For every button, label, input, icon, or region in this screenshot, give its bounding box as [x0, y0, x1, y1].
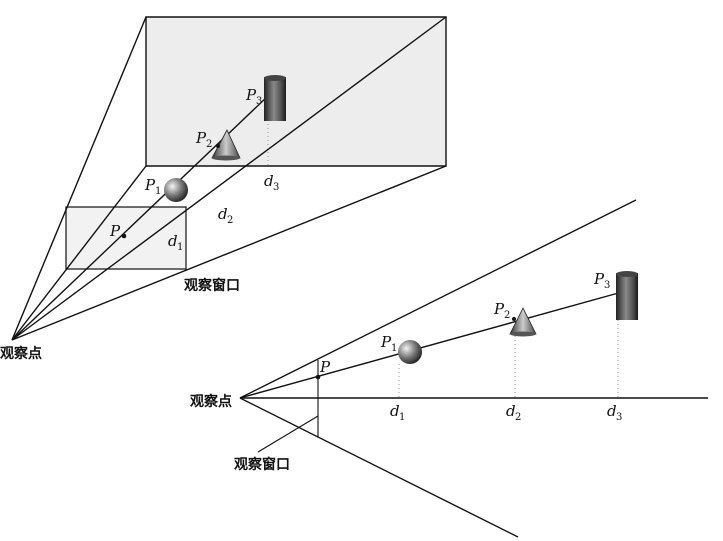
bottom-label-d2: d 2: [506, 402, 521, 423]
top-label-d2: d 2: [218, 205, 233, 226]
svg-text:1: 1: [155, 186, 161, 197]
svg-text:2: 2: [227, 215, 233, 226]
bottom-label-d1: d 1: [390, 402, 405, 423]
svg-text:2: 2: [515, 412, 521, 423]
svg-text:d: d: [218, 205, 228, 223]
top-frustum-edge-bottom-right: [11, 165, 447, 341]
svg-text:d: d: [607, 402, 617, 420]
top-cone-base: [212, 155, 240, 161]
svg-text:P: P: [245, 86, 257, 104]
bottom-label-p3: P 3: [593, 270, 610, 291]
top-frustum-edge-bottom-left: [11, 165, 147, 341]
bottom-point-p2: [512, 317, 516, 321]
svg-text:1: 1: [399, 412, 405, 423]
bottom-frustum-lower-edge: [239, 397, 519, 538]
svg-text:3: 3: [616, 412, 622, 423]
top-point-p2: [216, 144, 220, 148]
top-perspective-view: 观察点 观察窗口 P P 1 P 2 P 3 d 1 d 2 d 3: [0, 16, 447, 362]
svg-text:d: d: [168, 232, 178, 250]
top-window-label: 观察窗口: [184, 277, 240, 294]
svg-text:3: 3: [273, 182, 279, 193]
top-point-p: [121, 233, 127, 239]
top-label-p: P: [109, 222, 121, 240]
bottom-cone: [509, 307, 537, 335]
bottom-cone-base: [510, 331, 536, 337]
bottom-window-pointer: [257, 415, 319, 453]
bottom-label-p2: P 2: [493, 300, 510, 321]
top-label-d1: d 1: [168, 232, 183, 253]
svg-text:3: 3: [256, 96, 262, 107]
top-viewing-window: [65, 206, 187, 270]
svg-text:P: P: [144, 176, 156, 194]
top-cylinder: [264, 77, 286, 121]
svg-text:P: P: [380, 333, 392, 351]
bottom-point-p: [315, 374, 321, 380]
svg-text:2: 2: [504, 310, 510, 321]
bottom-label-p1: P 1: [380, 333, 397, 354]
top-label-p1: P 1: [144, 176, 161, 197]
svg-text:P: P: [493, 300, 505, 318]
top-label-p3: P 3: [245, 86, 262, 107]
bottom-cylinder: [616, 273, 638, 320]
svg-text:1: 1: [391, 343, 397, 354]
svg-text:d: d: [506, 402, 516, 420]
top-frustum-edge-top-right: [11, 16, 447, 341]
bottom-cylinder-top: [616, 271, 638, 277]
svg-text:P: P: [593, 270, 605, 288]
top-label-d3: d 3: [264, 172, 279, 193]
top-label-p2: P 2: [195, 129, 212, 150]
bottom-label-d3: d 3: [607, 402, 622, 423]
top-far-plane: [145, 16, 447, 167]
svg-text:d: d: [264, 172, 274, 190]
top-cylinder-top: [264, 75, 286, 81]
svg-text:P: P: [195, 129, 207, 147]
svg-text:1: 1: [177, 242, 183, 253]
bottom-frustum-upper-edge: [239, 199, 637, 399]
bottom-sight-line: [239, 291, 623, 399]
top-frustum-edge-top-left: [11, 16, 147, 341]
bottom-eye-label: 观察点: [190, 393, 232, 410]
bottom-side-view: 观察点 观察窗口 P P 1 P 2 P 3 d 1 d 2 d 3: [190, 199, 708, 538]
top-eye-label: 观察点: [0, 345, 42, 362]
svg-text:3: 3: [604, 280, 610, 291]
svg-text:2: 2: [206, 139, 212, 150]
top-sphere: [164, 178, 188, 202]
bottom-sphere: [398, 340, 422, 364]
bottom-label-p: P: [319, 358, 331, 376]
svg-text:d: d: [390, 402, 400, 420]
bottom-window-label: 观察窗口: [234, 456, 290, 473]
